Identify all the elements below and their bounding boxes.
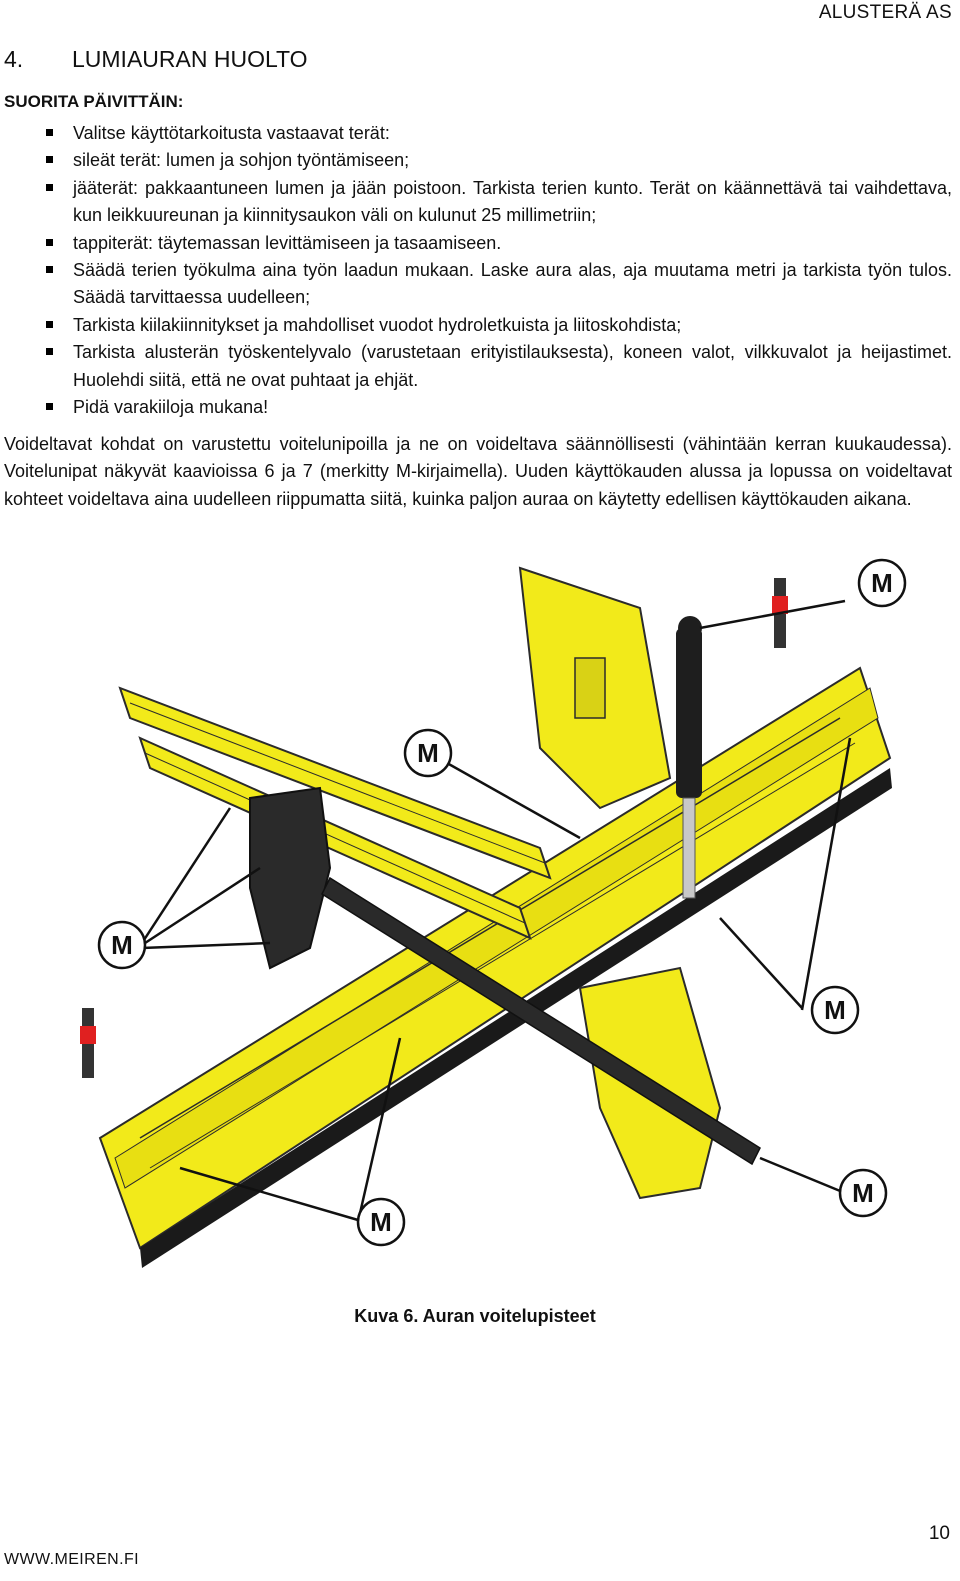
svg-text:M: M	[824, 995, 846, 1025]
list-item: Tarkista kiilakiinnitykset ja mahdollise…	[4, 312, 952, 339]
list-item: Valitse käyttötarkoitusta vastaavat terä…	[4, 120, 952, 147]
figure-caption: Kuva 6. Auran voitelupisteet	[354, 1306, 596, 1326]
section-title-text: LUMIAURAN HUOLTO	[72, 46, 308, 72]
lift-cylinder	[676, 616, 702, 899]
plow-lubrication-diagram: M M M M M M	[80, 548, 940, 1278]
mounting-plate	[518, 566, 672, 810]
lubrication-point-marker: M	[838, 1168, 888, 1218]
hydraulic-hose-left	[80, 1008, 96, 1078]
lubrication-point-marker: M	[97, 920, 147, 970]
bullet-square-icon	[46, 183, 53, 191]
page-number: 10	[928, 1523, 950, 1544]
svg-text:M: M	[370, 1207, 392, 1237]
lubrication-paragraph: Voideltavat kohdat on varustettu voitelu…	[4, 434, 952, 509]
lubrication-point-marker: M	[403, 728, 453, 778]
bullet-square-icon	[46, 320, 53, 328]
pivot-bracket	[249, 786, 332, 970]
list-item: jääterät: pakkaantuneen lumen ja jään po…	[4, 175, 952, 230]
bullet-square-icon	[46, 238, 53, 246]
svg-text:M: M	[111, 930, 133, 960]
diagonal-cylinder	[321, 876, 761, 1166]
company-name: ALUSTERÄ AS	[818, 2, 952, 23]
bullet-square-icon	[46, 266, 53, 274]
plow-blade	[98, 666, 892, 1268]
bullet-square-icon	[46, 129, 53, 136]
lubrication-leaders	[140, 599, 852, 1223]
svg-text:M: M	[852, 1178, 874, 1208]
svg-text:M: M	[871, 568, 893, 598]
section-number: 4.	[4, 46, 24, 72]
daily-heading: SUORITA PÄIVITTÄIN:	[4, 92, 184, 111]
list-item: Tarkista alusterän työskentelyvalo (varu…	[4, 339, 952, 394]
bullet-square-icon	[46, 403, 53, 411]
svg-text:M: M	[417, 738, 439, 768]
bullet-square-icon	[46, 156, 53, 164]
daily-checklist: Valitse käyttötarkoitusta vastaavat terä…	[4, 120, 952, 421]
list-item: sileät terät: lumen ja sohjon työntämise…	[4, 147, 952, 174]
bullet-square-icon	[46, 348, 53, 356]
lubrication-point-marker: M	[810, 985, 860, 1035]
list-item: Pidä varakiiloja mukana!	[4, 394, 952, 421]
push-frame	[118, 686, 552, 940]
lubrication-point-marker: M	[857, 558, 907, 608]
footer-url: WWW.MEIREN.FI	[4, 1551, 139, 1568]
list-item: Säädä terien työkulma aina työn laadun m…	[4, 257, 952, 312]
list-item: tappiterät: täytemassan levittämiseen ja…	[4, 230, 952, 257]
section-title: 4. LUMIAURAN HUOLTO	[4, 46, 308, 73]
lubrication-point-marker: M	[356, 1197, 406, 1247]
